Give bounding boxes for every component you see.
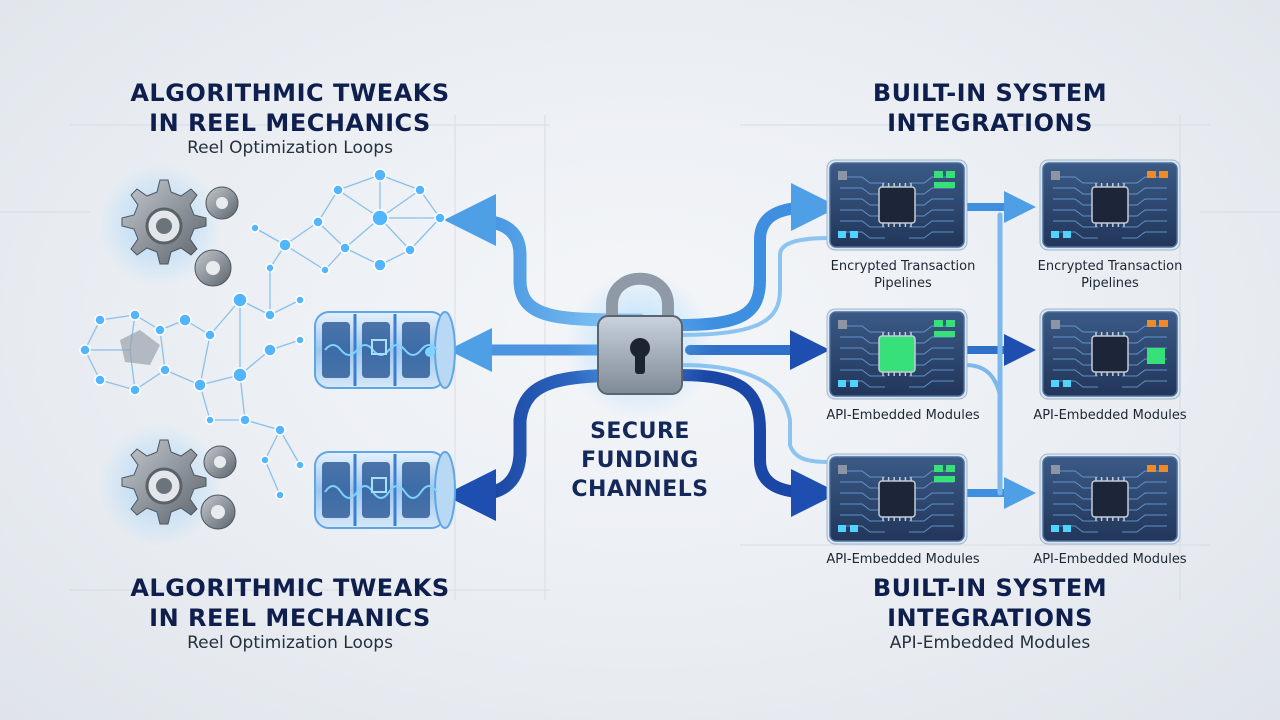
cpu-chip-icon [878, 480, 916, 518]
padlock-icon [565, 270, 715, 420]
module-caption-r1c2-line2: Pipelines [1081, 276, 1139, 291]
right-bottom-title: BUILT-IN SYSTEM INTEGRATIONS [820, 573, 1160, 633]
cpu-chip-icon [1091, 186, 1129, 224]
cpu-chip-icon [1091, 480, 1129, 518]
chip-module-r3c2 [1039, 453, 1181, 545]
chip-module-r3c1 [826, 453, 968, 545]
module-caption-r1c2-line1: Encrypted Transaction [1037, 259, 1183, 274]
right-top-title-line1: BUILT-IN SYSTEM [872, 79, 1108, 107]
module-caption-r1c2: Encrypted Transaction Pipelines [1015, 258, 1205, 292]
left-top-title-line1: ALGORITHMIC TWEAKS [130, 79, 450, 107]
left-top-subtitle: Reel Optimization Loops [187, 138, 393, 158]
reel-cylinder-lower [314, 451, 456, 529]
right-top-title-line2: INTEGRATIONS [887, 109, 1093, 137]
chip-modules [826, 159, 1181, 545]
chip-module-r1c1 [826, 159, 968, 251]
module-caption-r3c2: API-Embedded Modules [1033, 552, 1187, 567]
gear-icon-lower [98, 423, 237, 547]
left-bottom-title-line2: IN REEL MECHANICS [149, 604, 431, 632]
connector-curve-mid [963, 363, 1002, 397]
chip-module-r2c2 [1039, 308, 1181, 400]
reel-cylinder-middle [314, 311, 456, 389]
chip-module-r2c1 [826, 308, 968, 400]
cpu-chip-icon [878, 335, 916, 373]
middle-network [79, 268, 305, 500]
arrow-to-module-r1c1 [674, 183, 839, 331]
arrow-center-right-thin-a [678, 236, 832, 337]
module-caption-r1c1: Encrypted Transaction Pipelines [808, 258, 998, 292]
cpu-chip-icon [1091, 335, 1129, 373]
module-caption-r2c1: API-Embedded Modules [826, 408, 980, 423]
left-bottom-title: ALGORITHMIC TWEAKS IN REEL MECHANICS [110, 573, 470, 633]
gear-icon-upper [98, 163, 239, 287]
chip-module-r1c2 [1039, 159, 1181, 251]
right-bottom-title-line1: BUILT-IN SYSTEM [872, 574, 1108, 602]
center-label-line2: FUNDING [581, 448, 699, 473]
upper-network [250, 168, 446, 275]
center-label-line1: SECURE [590, 419, 690, 444]
left-bottom-title-line1: ALGORITHMIC TWEAKS [130, 574, 450, 602]
right-bottom-title-line2: INTEGRATIONS [887, 604, 1093, 632]
module-caption-r2c2: API-Embedded Modules [1033, 408, 1187, 423]
hexagon-node-icon [120, 330, 160, 365]
module-caption-r1c1-line1: Encrypted Transaction [830, 259, 976, 274]
left-bottom-subtitle: Reel Optimization Loops [187, 633, 393, 653]
module-caption-r3c1: API-Embedded Modules [826, 552, 980, 567]
right-top-title: BUILT-IN SYSTEM INTEGRATIONS [820, 78, 1160, 138]
left-top-title-line2: IN REEL MECHANICS [149, 109, 431, 137]
center-label: SECURE FUNDING CHANNELS [540, 417, 740, 504]
center-label-line3: CHANNELS [571, 477, 709, 502]
module-caption-r1c1-line2: Pipelines [874, 276, 932, 291]
arrow-center-right-thin-b [678, 363, 832, 464]
arrow-to-module-r3c1 [674, 369, 839, 517]
cpu-chip-icon [878, 186, 916, 224]
right-bottom-subtitle: API-Embedded Modules [889, 633, 1091, 653]
left-top-title: ALGORITHMIC TWEAKS IN REEL MECHANICS [110, 78, 470, 138]
